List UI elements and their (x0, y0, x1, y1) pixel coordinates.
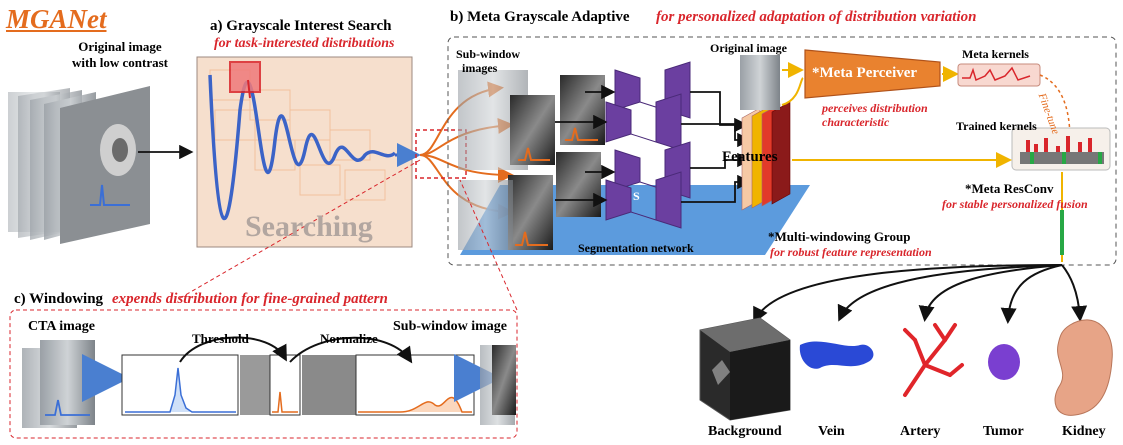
trained-kernels (1011, 127, 1111, 171)
cta-label: CTA image (28, 319, 96, 334)
artery-icon (903, 323, 964, 397)
original-ct-stack (8, 86, 150, 244)
histogram-threshold (240, 354, 301, 416)
histogram-original (121, 354, 239, 416)
background-volume-icon (699, 317, 791, 421)
panel-a-heading: a) Grayscale Interest Search (210, 18, 392, 34)
interest-arrow (247, 79, 251, 99)
perceives-label-2: characteristic (822, 115, 890, 129)
mwg-label: *Multi-windowing Group (768, 229, 911, 244)
orig-label-2: with low contrast (71, 55, 169, 70)
output-label-vein: Vein (818, 424, 845, 439)
cta-stack (22, 340, 95, 428)
trained-kernels-label: Trained kernels (956, 119, 1037, 133)
damped-wave (208, 74, 397, 221)
panel-c-box (9, 309, 518, 439)
subwindow-label-2: images (462, 61, 498, 75)
s-networks (605, 61, 691, 229)
s-label-1: S (642, 79, 649, 93)
searching-label: Searching (245, 210, 373, 243)
s-label-4: S (633, 189, 640, 203)
histogram-normalize (302, 354, 475, 416)
panel-b-heading: b) Meta Grayscale Adaptive (450, 9, 630, 25)
normalize-label: Normalize (320, 331, 378, 346)
output-label-artery: Artery (900, 424, 941, 439)
orig-label-1: Original image (78, 39, 162, 54)
mwg-sub-label: for robust feature representation (770, 245, 932, 259)
s-label-2: S (633, 111, 640, 125)
normalize-arc (289, 336, 413, 364)
meta-resconv-label: *Meta ResConv (965, 181, 1054, 196)
panel-b-sub: for personalized adaptation of distribut… (656, 9, 977, 25)
green-connector (1060, 210, 1064, 255)
panel-b-box (447, 36, 1117, 266)
subwindow-image-label: Sub-window image (393, 319, 507, 334)
interest-box (229, 61, 261, 93)
output-branches (753, 264, 1088, 324)
subwindow-stacks (458, 70, 605, 250)
diagram-title: MGANet (6, 4, 107, 34)
features-label: Features (722, 149, 778, 165)
tumor-icon (988, 344, 1020, 380)
kidney-icon (1054, 319, 1113, 416)
meta-kernels-label: Meta kernels (962, 47, 1029, 61)
orig-small-image (740, 55, 780, 110)
threshold-arc (179, 336, 287, 363)
s-label-3: S (642, 159, 649, 173)
meta-kernels (957, 63, 1041, 87)
panel-c-heading: c) Windowing (14, 291, 104, 307)
threshold-label: Threshold (192, 331, 249, 346)
subwindow-label-1: Sub-window (456, 47, 521, 61)
vein-icon (799, 341, 874, 369)
subwindow-output-stack (480, 345, 516, 425)
output-label-kidney: Kidney (1062, 424, 1106, 439)
s-arrows (555, 84, 752, 208)
output-label-tumor: Tumor (983, 424, 1024, 439)
output-label-background: Background (708, 424, 782, 439)
zoom-line-2 (459, 179, 518, 311)
panel-c-sub: expends distribution for fine-grained pa… (112, 291, 388, 307)
seg-network-label: Segmentation network (578, 241, 694, 255)
meta-perceiver-block[interactable] (804, 49, 941, 99)
resconv-sub-label: for stable personalized fusion (942, 197, 1088, 211)
original-image-label: Original image (710, 41, 787, 55)
meta-perceiver-label: *Meta Perceiver (812, 65, 918, 81)
panel-a-sub: for task-interested distributions (214, 36, 395, 51)
feature-blocks (741, 101, 791, 211)
perceives-label-1: perceives distribution (822, 101, 928, 115)
